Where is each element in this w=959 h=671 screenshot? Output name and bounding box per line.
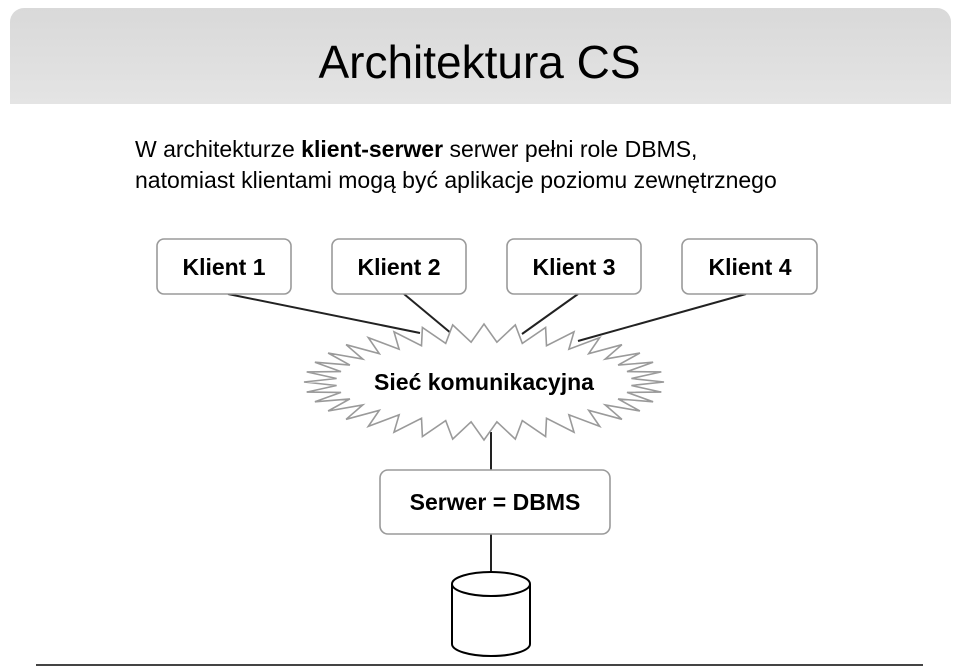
client-box-4: Klient 4 — [681, 238, 818, 295]
network-label: Sieć komunikacyjna — [374, 369, 594, 395]
intro-line-2: natomiast klientami mogą być aplikacje p… — [135, 167, 777, 193]
title-bar — [10, 8, 951, 104]
connector-klient-1 — [227, 293, 421, 334]
network-starburst-icon — [303, 322, 665, 442]
intro-line-1-prefix: W architekturze — [135, 136, 302, 162]
intro-line-1-suffix: serwer pełni role DBMS, — [443, 136, 698, 162]
client-boxes: Klient 1 Klient 2 Klient 3 Klient 4 — [156, 238, 818, 295]
client-box-2: Klient 2 — [331, 238, 467, 295]
intro-line-1-bold: klient-serwer — [301, 136, 444, 162]
server-label: Serwer = DBMS — [410, 489, 581, 515]
client-connectors — [227, 293, 747, 573]
connector-klient-3 — [521, 293, 579, 335]
connector-klient-4 — [577, 293, 747, 342]
footer-rule — [36, 664, 923, 666]
client-label-3: Klient 3 — [532, 254, 615, 280]
server-box: Serwer = DBMS — [379, 469, 611, 535]
intro-text: W architekturze klient-serwer serwer peł… — [135, 134, 777, 196]
slide-title: Architektura CS — [318, 36, 641, 88]
connector-klient-2 — [403, 293, 453, 335]
client-label-4: Klient 4 — [708, 254, 791, 280]
intro-line-1: W architekturze klient-serwer serwer peł… — [135, 134, 777, 165]
client-label-2: Klient 2 — [357, 254, 440, 280]
client-box-3: Klient 3 — [506, 238, 642, 295]
client-box-1: Klient 1 — [156, 238, 292, 295]
database-cylinder-icon — [451, 571, 531, 657]
client-label-1: Klient 1 — [182, 254, 265, 280]
